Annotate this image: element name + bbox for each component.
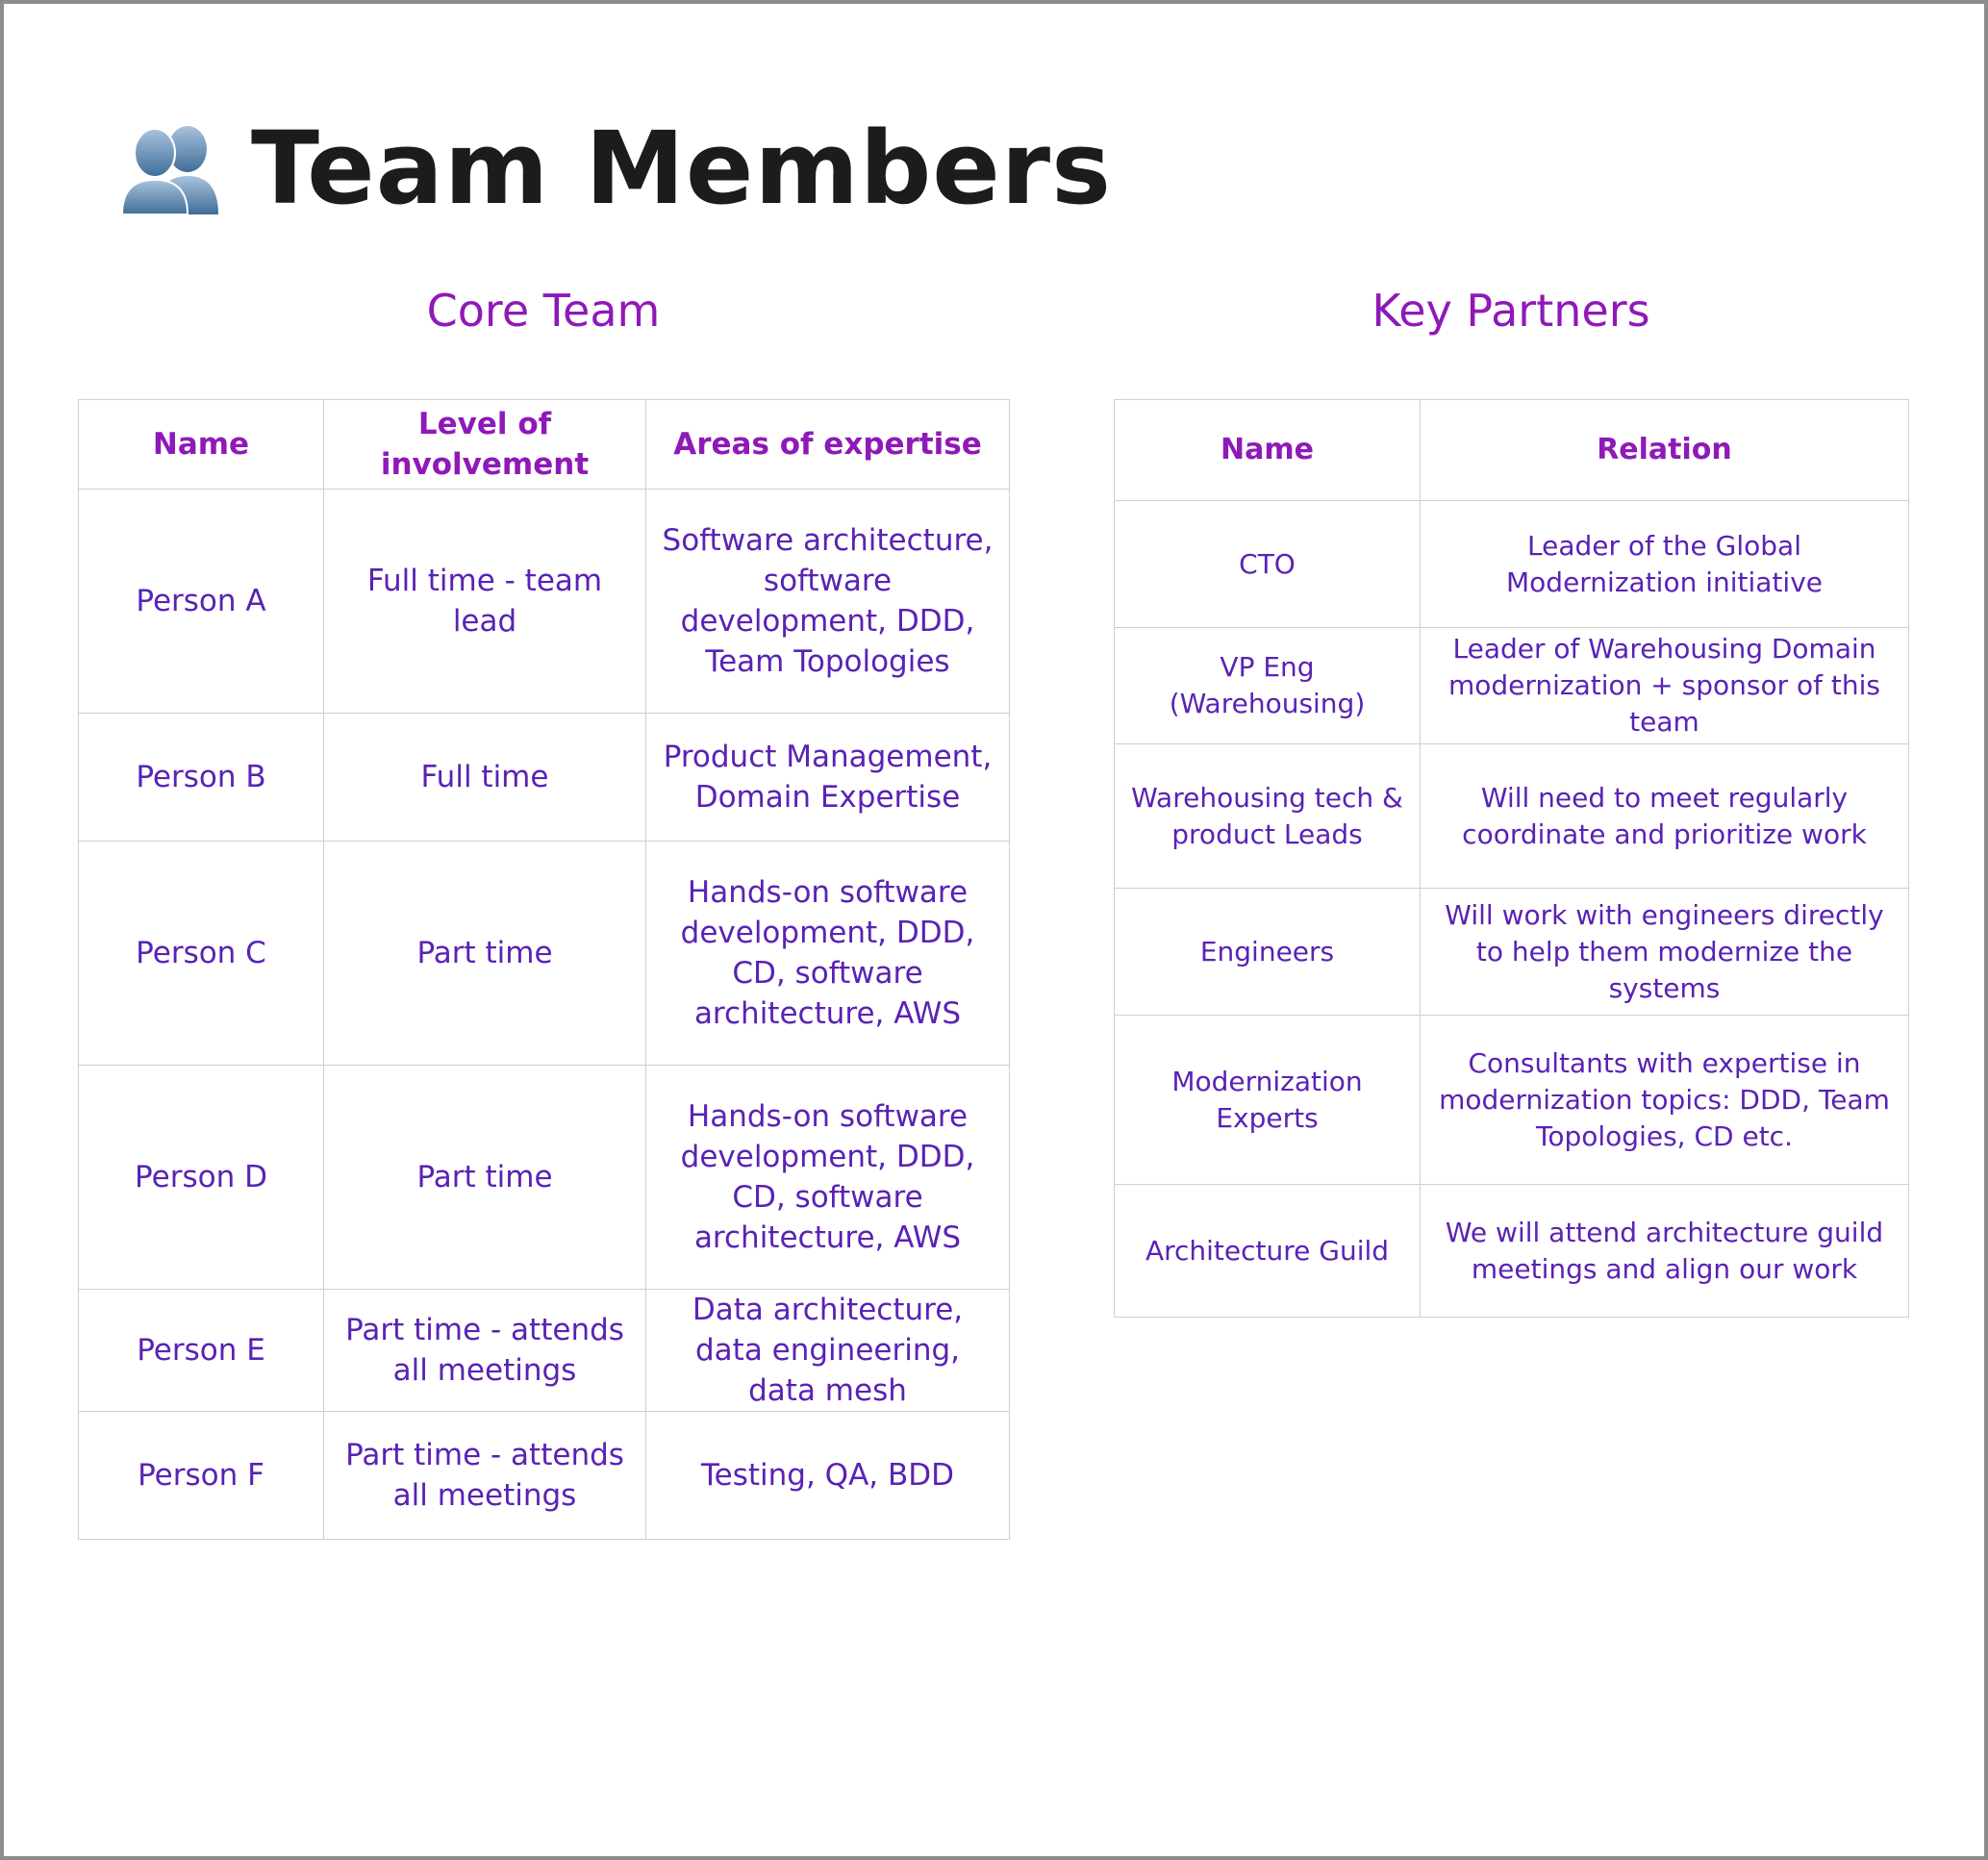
- member-name: Person A: [78, 489, 324, 714]
- column-header-relation: Relation: [1420, 399, 1909, 501]
- table-row: Person B Full time Product Management, D…: [78, 713, 1010, 842]
- member-name: Person B: [78, 713, 324, 842]
- member-name: Person C: [78, 841, 324, 1066]
- key-partners-title: Key Partners: [1371, 285, 1650, 337]
- partner-name: Modernization Experts: [1114, 1015, 1421, 1185]
- member-expertise: Hands-on software development, DDD, CD, …: [645, 841, 1010, 1066]
- partner-relation: Will need to meet regularly coordinate a…: [1420, 743, 1909, 889]
- partner-name: Engineers: [1114, 888, 1421, 1016]
- table-row: Person E Part time - attends all meeting…: [78, 1289, 1010, 1412]
- column-header-expertise: Areas of expertise: [645, 399, 1010, 490]
- partner-relation: Consultants with expertise in modernizat…: [1420, 1015, 1909, 1185]
- partner-relation: Leader of the Global Modernization initi…: [1420, 500, 1909, 628]
- key-partners-table: Name Relation CTO Leader of the Global M…: [1114, 399, 1909, 1318]
- partner-name: Architecture Guild: [1114, 1184, 1421, 1318]
- table-row: Person A Full time - team lead Software …: [78, 489, 1010, 714]
- table-row: Warehousing tech & product Leads Will ne…: [1114, 743, 1909, 889]
- page-title: Team Members: [251, 110, 1112, 227]
- member-involvement: Full time - team lead: [323, 489, 646, 714]
- table-header-row: Name Relation: [1114, 399, 1909, 501]
- table-row: Person C Part time Hands-on software dev…: [78, 841, 1010, 1066]
- table-row: VP Eng (Warehousing) Leader of Warehousi…: [1114, 627, 1909, 744]
- member-name: Person E: [78, 1289, 324, 1412]
- member-name: Person F: [78, 1411, 324, 1540]
- member-involvement: Part time - attends all meetings: [323, 1289, 646, 1412]
- table-row: Engineers Will work with engineers direc…: [1114, 888, 1909, 1016]
- member-expertise: Testing, QA, BDD: [645, 1411, 1010, 1540]
- partner-relation: Will work with engineers directly to hel…: [1420, 888, 1909, 1016]
- member-expertise: Hands-on software development, DDD, CD, …: [645, 1065, 1010, 1290]
- member-involvement: Part time: [323, 841, 646, 1066]
- column-header-name: Name: [78, 399, 324, 490]
- member-expertise: Software architecture, software developm…: [645, 489, 1010, 714]
- page-title-block: Team Members: [118, 106, 1112, 231]
- table-row: Modernization Experts Consultants with e…: [1114, 1015, 1909, 1185]
- partner-name: Warehousing tech & product Leads: [1114, 743, 1421, 889]
- table-row: Person D Part time Hands-on software dev…: [78, 1065, 1010, 1290]
- core-team-table: Name Level of involvement Areas of exper…: [78, 399, 1010, 1540]
- table-row: Person F Part time - attends all meeting…: [78, 1411, 1010, 1540]
- column-header-name: Name: [1114, 399, 1421, 501]
- partner-relation: Leader of Warehousing Domain modernizati…: [1420, 627, 1909, 744]
- member-involvement: Part time: [323, 1065, 646, 1290]
- table-row: CTO Leader of the Global Modernization i…: [1114, 500, 1909, 628]
- member-expertise: Data architecture, data engineering, dat…: [645, 1289, 1010, 1412]
- partner-name: VP Eng (Warehousing): [1114, 627, 1421, 744]
- member-expertise: Product Management, Domain Expertise: [645, 713, 1010, 842]
- partner-name: CTO: [1114, 500, 1421, 628]
- column-header-involvement: Level of involvement: [323, 399, 646, 490]
- partner-relation: We will attend architecture guild meetin…: [1420, 1184, 1909, 1318]
- member-name: Person D: [78, 1065, 324, 1290]
- table-row: Architecture Guild We will attend archit…: [1114, 1184, 1909, 1318]
- table-header-row: Name Level of involvement Areas of exper…: [78, 399, 1010, 490]
- two-people-silhouette-icon: [120, 126, 218, 215]
- member-involvement: Part time - attends all meetings: [323, 1411, 646, 1540]
- core-team-title: Core Team: [426, 285, 661, 337]
- member-involvement: Full time: [323, 713, 646, 842]
